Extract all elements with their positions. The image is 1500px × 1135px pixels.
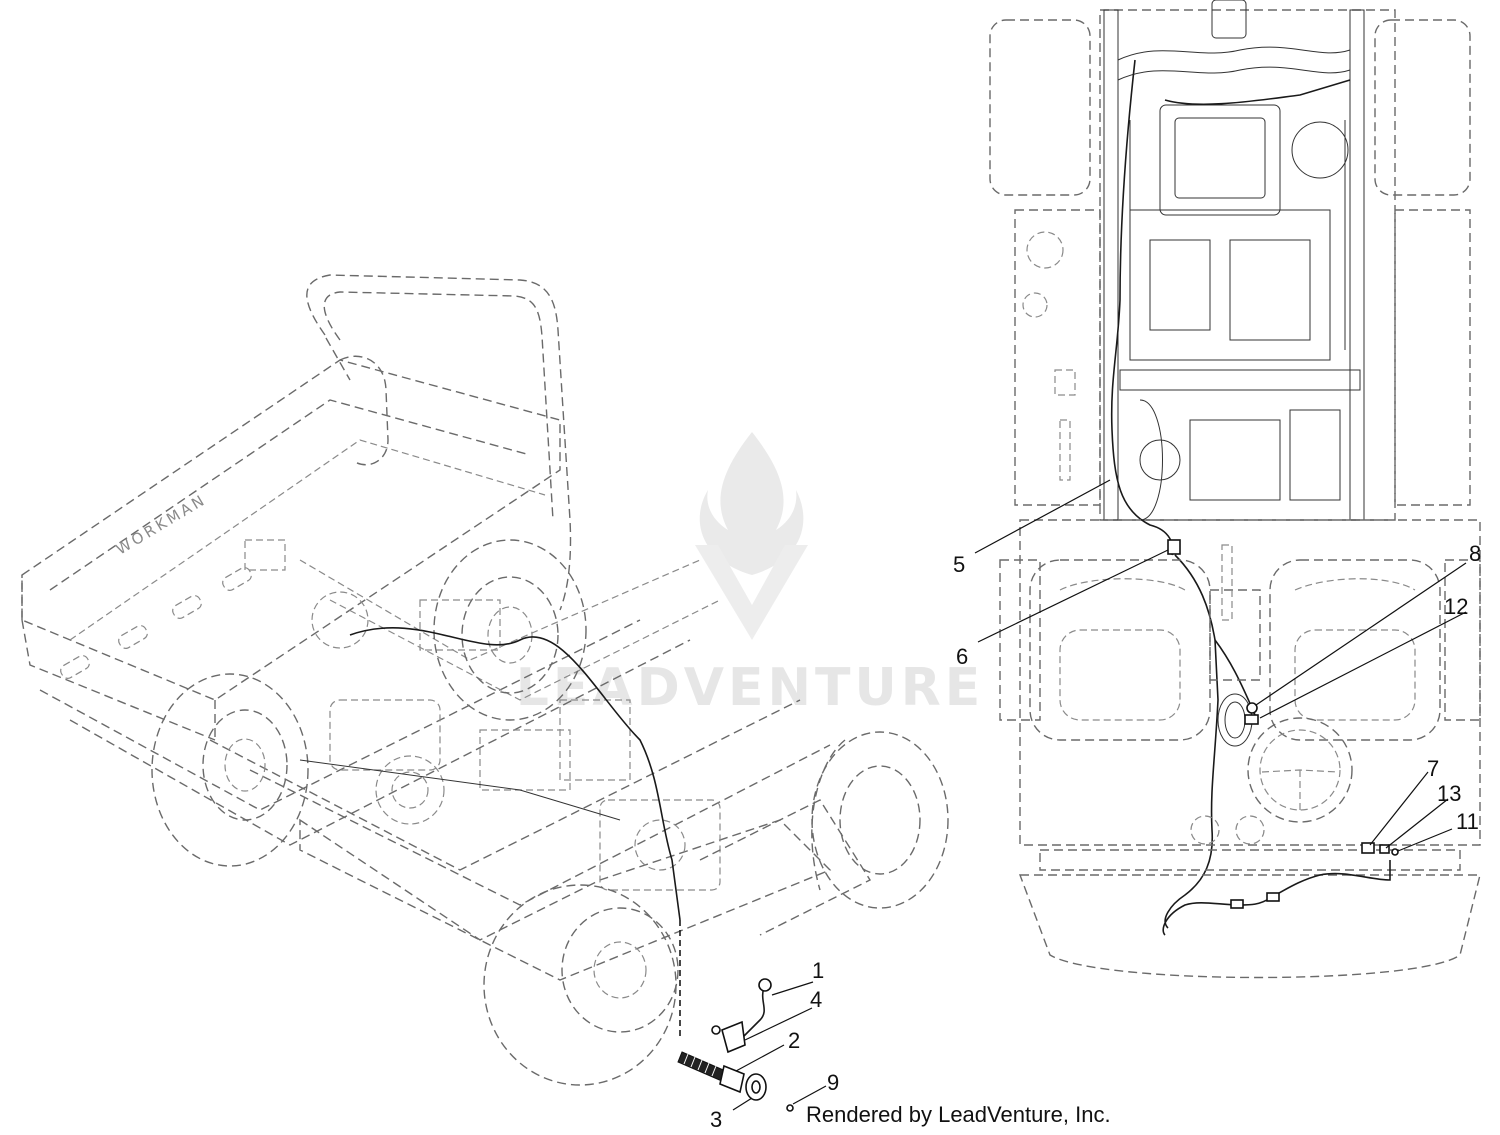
bed-brand-label: WORKMAN — [113, 490, 210, 558]
callout-11: 11 — [1456, 809, 1479, 834]
callouts: 1 4 2 3 9 5 6 8 12 7 13 11 — [710, 541, 1481, 1132]
top-view-vehicle — [989, 0, 1481, 979]
callout-2: 2 — [788, 1028, 800, 1053]
callout-12: 12 — [1444, 594, 1468, 619]
callout-5: 5 — [953, 552, 965, 577]
callout-9: 9 — [827, 1070, 839, 1095]
callout-13: 13 — [1437, 781, 1461, 806]
callout-8: 8 — [1469, 541, 1481, 566]
callout-6: 6 — [956, 644, 968, 669]
leader-lines — [732, 479, 1467, 1111]
watermark: LEADVENTURE — [516, 432, 985, 718]
render-credit: Rendered by LeadVenture, Inc. — [806, 1102, 1111, 1127]
callout-1: 1 — [812, 958, 824, 983]
callout-7: 7 — [1427, 756, 1439, 781]
watermark-text: LEADVENTURE — [516, 658, 985, 718]
callout-3: 3 — [710, 1107, 722, 1132]
flame-v-logo-icon — [695, 432, 808, 640]
callout-4: 4 — [810, 987, 822, 1012]
